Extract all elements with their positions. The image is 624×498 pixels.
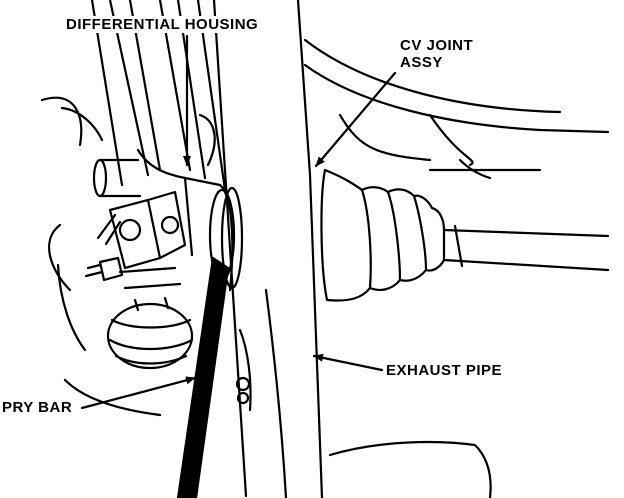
leader-lines <box>80 34 397 410</box>
cv-joint-assy-label: ASSY <box>398 54 445 71</box>
exhaust-pipe-label: EXHAUST PIPE <box>384 362 505 379</box>
pry-bar-drawing <box>176 256 252 498</box>
differential-housing-label: DIFFERENTIAL HOUSING <box>64 16 261 33</box>
exhaust-pipe-drawing <box>264 0 324 498</box>
cv-joint-label: CV JOINT <box>398 37 476 54</box>
pry-bar-label: PRY BAR <box>0 399 75 416</box>
differential-housing-drawing <box>40 0 248 498</box>
cv-joint-assy-drawing <box>303 38 610 498</box>
